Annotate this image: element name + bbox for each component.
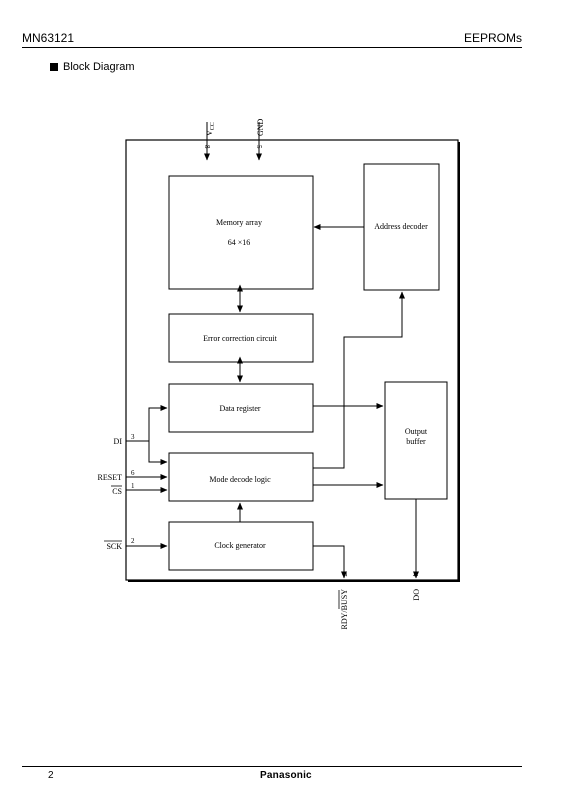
- clock-generator-label: Clock generator: [214, 541, 266, 550]
- section-title: Block Diagram: [63, 61, 135, 73]
- rdy-busy-line: [313, 545, 347, 579]
- gnd-pin: 5 GND: [255, 118, 265, 149]
- rdy-busy-pin-label: RDY/BUSY: [340, 589, 349, 630]
- output-buffer-label-2: buffer: [406, 437, 426, 446]
- ecc-label: Error correction circuit: [203, 334, 278, 343]
- sck-pin-number: 2: [131, 537, 135, 545]
- section-heading: Block Diagram: [50, 61, 135, 73]
- di-to-mode-line: [148, 441, 168, 465]
- di-pin-label: DI: [114, 437, 123, 446]
- vcc-pin-number: 8: [203, 145, 211, 149]
- reset-pin-label: RESET: [98, 473, 123, 482]
- mode-decode-label: Mode decode logic: [209, 475, 271, 484]
- mode-decode-block: Mode decode logic: [168, 452, 314, 502]
- part-number: MN63121: [22, 31, 75, 45]
- header-rule: [22, 47, 522, 48]
- rdy-busy-pin: 7 RDY/BUSY: [338, 573, 349, 630]
- clock-generator-block: Clock generator: [168, 521, 314, 571]
- square-bullet-icon: [50, 63, 58, 71]
- ecc-block: Error correction circuit: [168, 313, 314, 363]
- category-label: EEPROMs: [463, 31, 522, 45]
- address-decoder-label: Address decoder: [374, 222, 428, 231]
- cs-pin-number: 1: [131, 482, 135, 490]
- footer-rule: [22, 766, 522, 767]
- cs-pin-label: CS: [112, 487, 122, 496]
- data-register-label: Data register: [219, 404, 260, 413]
- di-to-datareg-line: [126, 405, 168, 442]
- do-pin: 4 DO: [411, 573, 421, 601]
- di-pin-number: 3: [131, 433, 135, 441]
- address-decoder-block: Address decoder: [363, 163, 440, 291]
- mode-to-addr-line: [313, 291, 405, 469]
- rdy-busy-pin-number: 7: [340, 573, 348, 577]
- vcc-pin: 8 VCC: [203, 122, 216, 149]
- sck-pin-label: SCK: [106, 542, 122, 551]
- di-pin: 3 DI: [114, 433, 135, 446]
- memory-array-block: Memory array 64 ×16: [168, 175, 314, 290]
- do-pin-number: 4: [411, 573, 419, 577]
- gnd-pin-number: 5: [255, 145, 263, 149]
- output-buffer-block: Output buffer: [384, 381, 448, 500]
- brand-logo: Panasonic: [260, 770, 312, 781]
- sck-pin: 2 SCK: [104, 537, 135, 551]
- gnd-pin-label: GND: [256, 118, 265, 136]
- cs-pin: 1 CS: [111, 482, 135, 496]
- reset-pin: 6 RESET: [98, 469, 135, 482]
- data-register-block: Data register: [168, 383, 314, 433]
- do-pin-label: DO: [412, 589, 421, 601]
- output-buffer-label-1: Output: [405, 427, 428, 436]
- reset-pin-number: 6: [131, 469, 135, 477]
- page-number: 2: [48, 770, 54, 781]
- memory-size-label: 64 ×16: [228, 238, 251, 247]
- vcc-pin-label: VCC: [205, 122, 216, 136]
- memory-array-label: Memory array: [216, 218, 262, 227]
